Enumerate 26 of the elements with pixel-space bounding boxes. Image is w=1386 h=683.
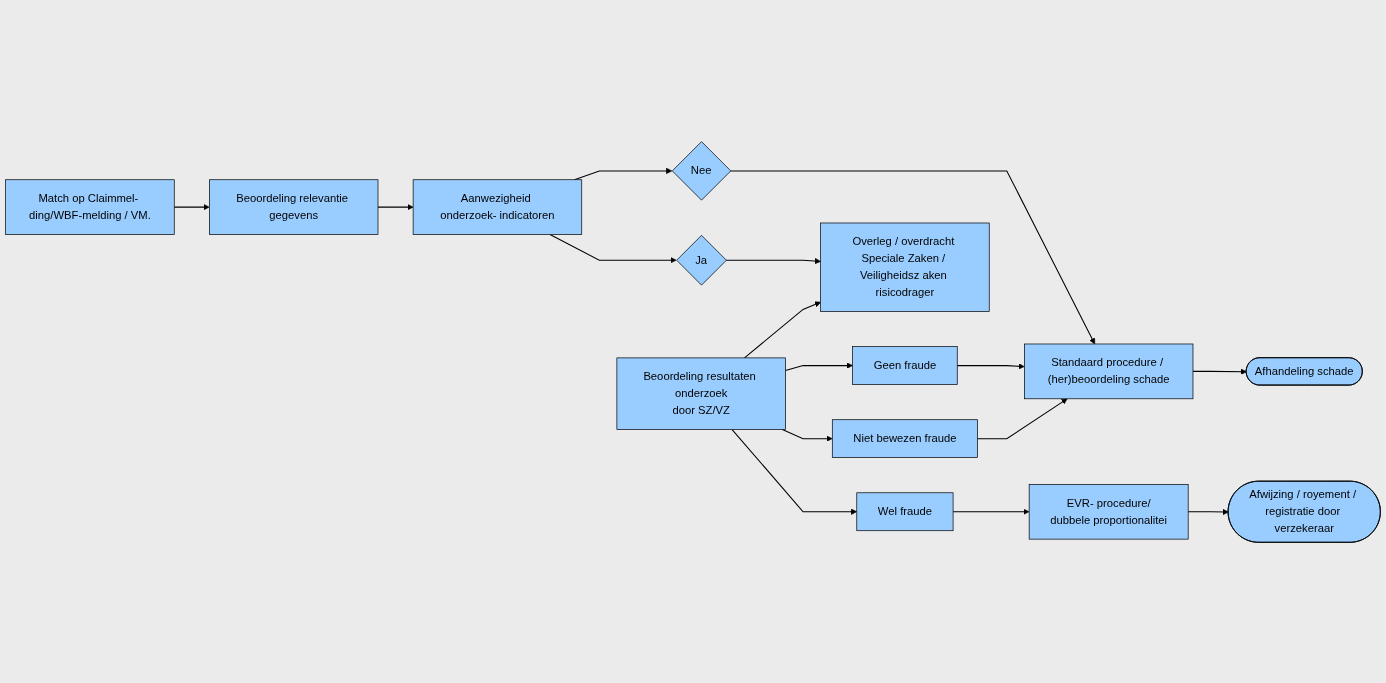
node-box: Beoordeling resultaten onderzoek door SZ/VZ [616,357,786,430]
node-box: Match op Claimmel- ding/WBF-melding / VM. [5,178,175,235]
node-box: Overleg / overdracht Speciale Zaken / Veiligheidsz aken risicodrager [820,222,990,312]
arrow [781,428,833,442]
arrow [977,398,1068,439]
arrow [173,203,210,210]
node-box: Wel fraude [856,491,954,531]
node-box: EVR- procedure/ dubbele proportionalitei [1028,483,1189,539]
arrow [377,203,414,210]
arrow [952,508,1030,515]
node-box: Standaard procedure / (her)beoordeling schade [1024,343,1194,399]
arrow [1192,368,1247,375]
arrow [729,169,1096,344]
node-box: Geen fraude [852,345,958,385]
node-box: Niet bewezen fraude [831,418,978,458]
arrow [956,362,1025,369]
node-diamond: Nee [671,140,732,201]
arrow [725,257,821,264]
arrow [1187,508,1229,515]
node-diamond: Ja [676,234,727,285]
arrow [549,233,677,263]
node-box: Aanwezigheid onderzoek- indicatoren [412,178,583,235]
arrow [743,300,821,358]
arrow [731,428,858,515]
node-box: Beoordeling relevantie gegevens [209,178,379,235]
arrow [784,362,853,371]
